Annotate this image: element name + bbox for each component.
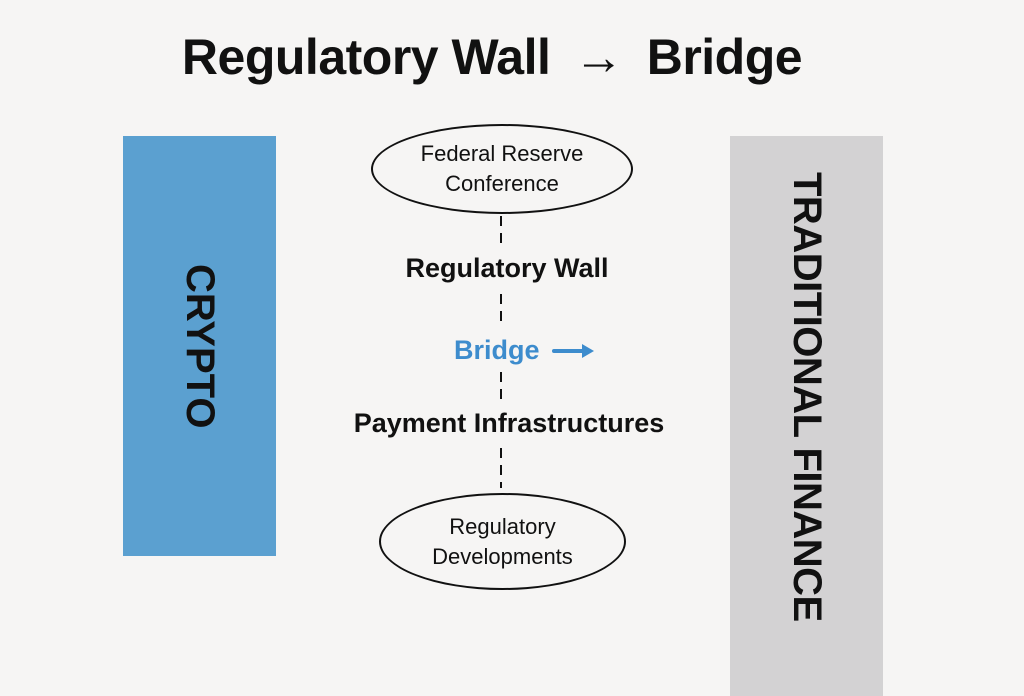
node-line-2: Conference <box>445 171 559 196</box>
traditional-finance-bar: TRADITIONAL FINANCE <box>730 136 883 696</box>
regulatory-developments-node: Regulatory Developments <box>379 493 626 590</box>
node-line-2: Developments <box>432 543 573 569</box>
bridge-label: Bridge <box>454 335 540 365</box>
node-line-1: Regulatory <box>449 513 556 539</box>
payment-infrastructures-label: Payment Infrastructures <box>353 408 665 438</box>
regulatory-wall-label: Regulatory Wall <box>405 253 609 283</box>
diagram-title: Regulatory Wall → Bridge <box>0 28 984 86</box>
connector-dash-3 <box>500 372 502 400</box>
federal-reserve-conference-node: Federal Reserve Conference <box>371 124 633 214</box>
right-arrow-icon <box>551 343 594 358</box>
node-line-1: Federal Reserve <box>420 141 584 166</box>
title-left: Regulatory Wall <box>181 29 551 85</box>
crypto-label: CRYPTO <box>178 263 222 429</box>
crypto-bar: CRYPTO <box>123 136 276 556</box>
bridge-label-group: Bridge <box>454 335 596 366</box>
traditional-finance-label: TRADITIONAL FINANCE <box>785 172 829 622</box>
connector-dash-4 <box>500 448 502 488</box>
title-right: Bridge <box>646 29 803 85</box>
connector-dash-2 <box>500 294 502 326</box>
connector-dash-1 <box>500 216 502 246</box>
title-arrow-icon: → <box>573 29 624 85</box>
